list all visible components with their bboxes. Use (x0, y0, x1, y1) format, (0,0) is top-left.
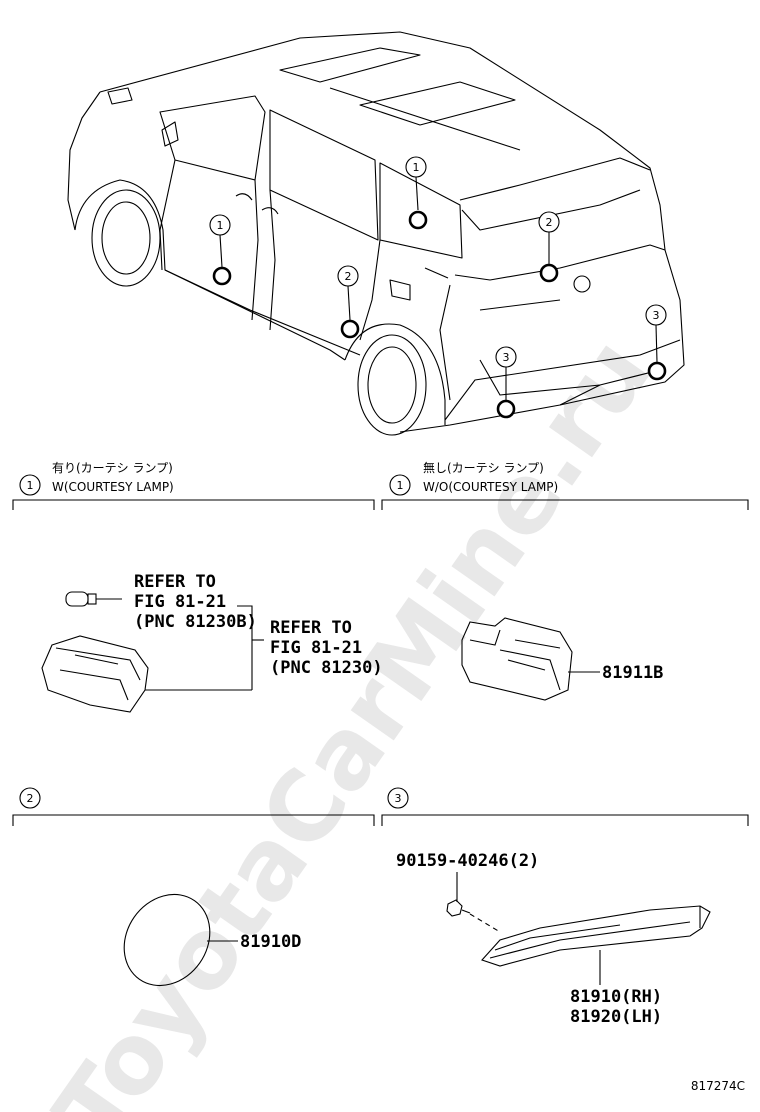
section-2-number: 2 (27, 792, 34, 805)
reflector-cover-part (461, 617, 600, 701)
refer-b-line3: (PNC 81230) (270, 658, 383, 678)
refer-a-line2: FIG 81-21 (134, 592, 226, 612)
section-1-right-cond-jp: 無し(カーテシ ランプ) (423, 460, 544, 475)
section-1-right-cond-en: W/O(COURTESY LAMP) (423, 480, 558, 494)
section-1-right-number: 1 (397, 479, 404, 492)
vehicle-illustration (67, 31, 685, 436)
callout-num-3a: 3 (653, 309, 660, 322)
courtesy-lamp-housing (41, 635, 252, 713)
callout-num-1a: 1 (413, 161, 420, 174)
refer-b-line1: REFER TO (270, 618, 352, 638)
part-81910d-label: 81910D (240, 932, 301, 952)
bolt-part-label: 90159-40246(2) (396, 851, 539, 871)
section-1-left-number: 1 (27, 479, 34, 492)
section-3-number: 3 (395, 792, 402, 805)
section-1-with-courtesy-lamp: 1 有り(カーテシ ランプ) W(COURTESY LAMP) REFER TO… (12, 461, 383, 713)
callout-num-2b: 2 (345, 270, 352, 283)
section-3: 3 90159-40246(2) 81910(RH) 81920(LH) (381, 787, 749, 1027)
refer-a-line1: REFER TO (134, 572, 216, 592)
section-1-left-cond-en: W(COURTESY LAMP) (52, 480, 174, 494)
callout-num-1b: 1 (217, 219, 224, 232)
part-81910-rh-label: 81910(RH) (570, 987, 662, 1007)
section-1-without-courtesy-lamp: 1 無し(カーテシ ランプ) W/O(COURTESY LAMP) 81911B (381, 460, 749, 701)
refer-a-line3: (PNC 81230B) (134, 612, 257, 632)
figure-code: 817274C (691, 1079, 745, 1093)
callout-num-3b: 3 (503, 351, 510, 364)
section-2: 2 81910D (12, 787, 375, 987)
bulb-icon (65, 591, 122, 607)
section-1-left-cond-jp: 有り(カーテシ ランプ) (52, 461, 173, 475)
callout-num-2a: 2 (546, 216, 553, 229)
refer-b-line2: FIG 81-21 (270, 638, 362, 658)
round-reflector-part (123, 893, 211, 987)
bolt-icon (446, 899, 471, 917)
part-81920-lh-label: 81920(LH) (570, 1007, 662, 1027)
callout-group (209, 156, 667, 419)
part-81911b-label: 81911B (602, 663, 663, 683)
bumper-reflector-part (481, 905, 711, 967)
